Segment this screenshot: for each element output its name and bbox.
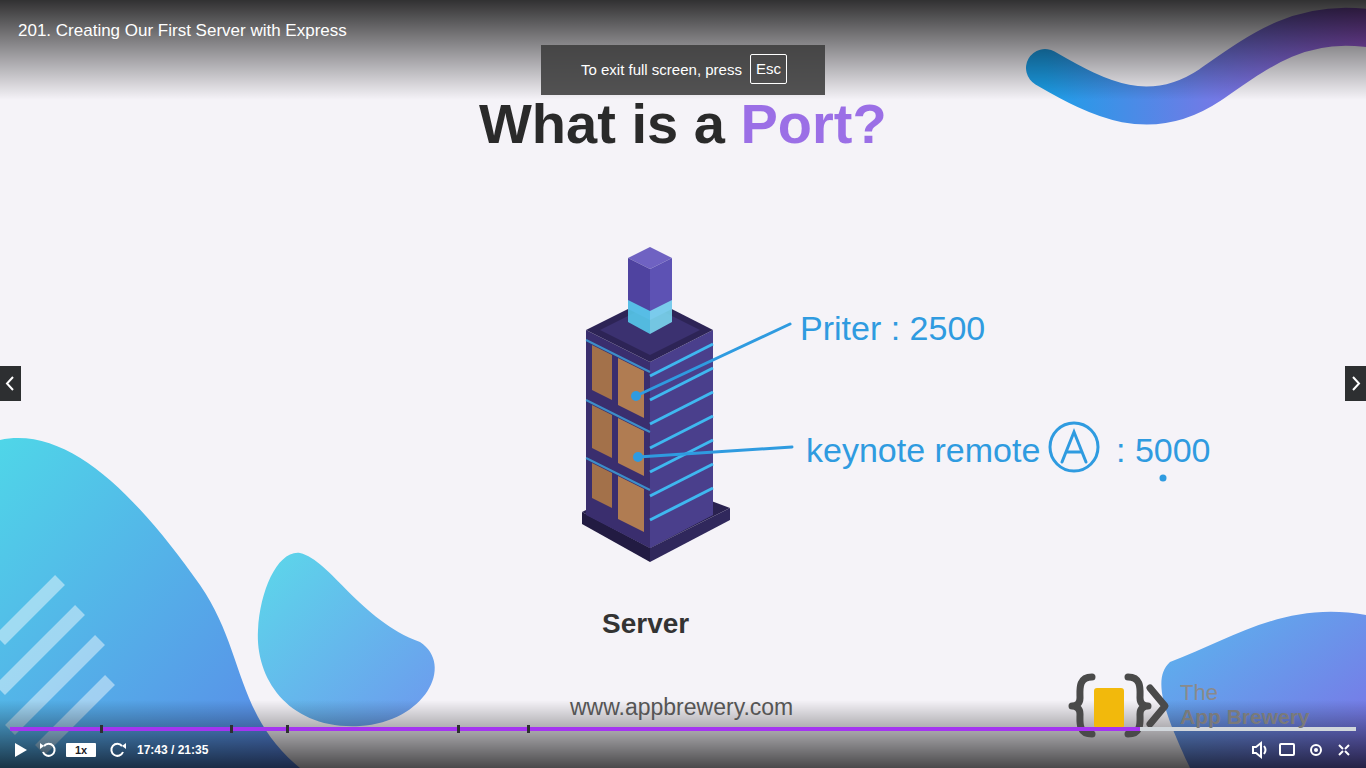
server-illustration-part (1072, 677, 1092, 734)
slide-title: What is a Port? (479, 92, 887, 156)
server-illustration-part (100, 725, 103, 733)
server-illustration-part (43, 743, 1349, 757)
server-illustration-part (650, 300, 672, 334)
server-node: Server (602, 608, 689, 640)
server-illustration-part (636, 324, 792, 457)
server-illustration-part (1353, 377, 1359, 390)
server-illustration-part (1280, 744, 1294, 755)
server-illustration-part (631, 391, 641, 401)
server-illustration-part (15, 743, 27, 757)
server-illustration-part (592, 405, 612, 458)
server-illustration-part (638, 447, 792, 457)
server-illustration-part (1094, 688, 1124, 728)
server-illustration-part (586, 400, 650, 432)
server-illustration-part (1339, 745, 1349, 755)
tooltip-text: To exit full screen, press (581, 60, 742, 80)
server-illustration-part (0, 366, 21, 401)
brand-word: The (1180, 681, 1218, 705)
keynote-symbol (1050, 423, 1098, 471)
server-illustration-part (633, 452, 643, 462)
video-title: 201. Creating Our First Server with Expr… (18, 21, 347, 41)
server-illustration-part (586, 330, 650, 548)
server-illustration-part (1264, 746, 1266, 754)
server-illustration-part (122, 743, 126, 749)
server-illustration-part (527, 725, 530, 733)
time-readout: 17:43 / 21:35 (137, 743, 208, 757)
server-illustration-part (1072, 677, 1165, 734)
website-url: www.appbrewery.com (570, 694, 793, 720)
server-illustration-part (586, 340, 650, 490)
server-illustration-part (10, 727, 1356, 731)
server-illustration-part (1128, 677, 1148, 734)
server-illustration-part (586, 458, 650, 490)
server-illustration-part (1311, 745, 1321, 755)
server-illustration-part (1253, 743, 1261, 757)
server-illustration-part (10, 727, 1140, 731)
server-illustration-part (100, 725, 530, 733)
slide-decoration-part (0, 0, 1366, 100)
server-illustration-part (7, 377, 13, 390)
server-illustration-part (1314, 748, 1318, 752)
server-illustration-part (286, 725, 289, 733)
server-illustration-part (1345, 366, 1366, 401)
server-illustration-part (1160, 475, 1167, 482)
key-badge: Esc (750, 54, 787, 84)
server-illustration-part (43, 744, 55, 756)
server-illustration-part (40, 743, 44, 749)
node-caption: Server (602, 608, 689, 640)
port-note: keynote remote (806, 430, 1040, 470)
server-illustration-part (628, 300, 650, 334)
brand-name: App Brewery (1180, 705, 1310, 729)
server-illustration-part (650, 488, 713, 520)
port-note: Priter : 2500 (800, 308, 985, 348)
server-illustration-part (586, 340, 650, 372)
server-illustration-part (636, 324, 790, 396)
server-illustration-part (111, 744, 123, 756)
server-illustration-part (457, 725, 460, 733)
server-illustration-part (592, 345, 612, 400)
server-illustration-part (1050, 423, 1098, 471)
server-illustration-part (650, 330, 713, 548)
server-illustration-part (230, 725, 233, 733)
server-illustration-part (650, 344, 713, 520)
port-number: : 5000 (1116, 430, 1211, 470)
server-illustration-part (1150, 688, 1165, 724)
speed-badge: 1x (66, 743, 96, 757)
server-illustration-part (15, 743, 27, 757)
server-illustration-part (1062, 432, 1086, 462)
